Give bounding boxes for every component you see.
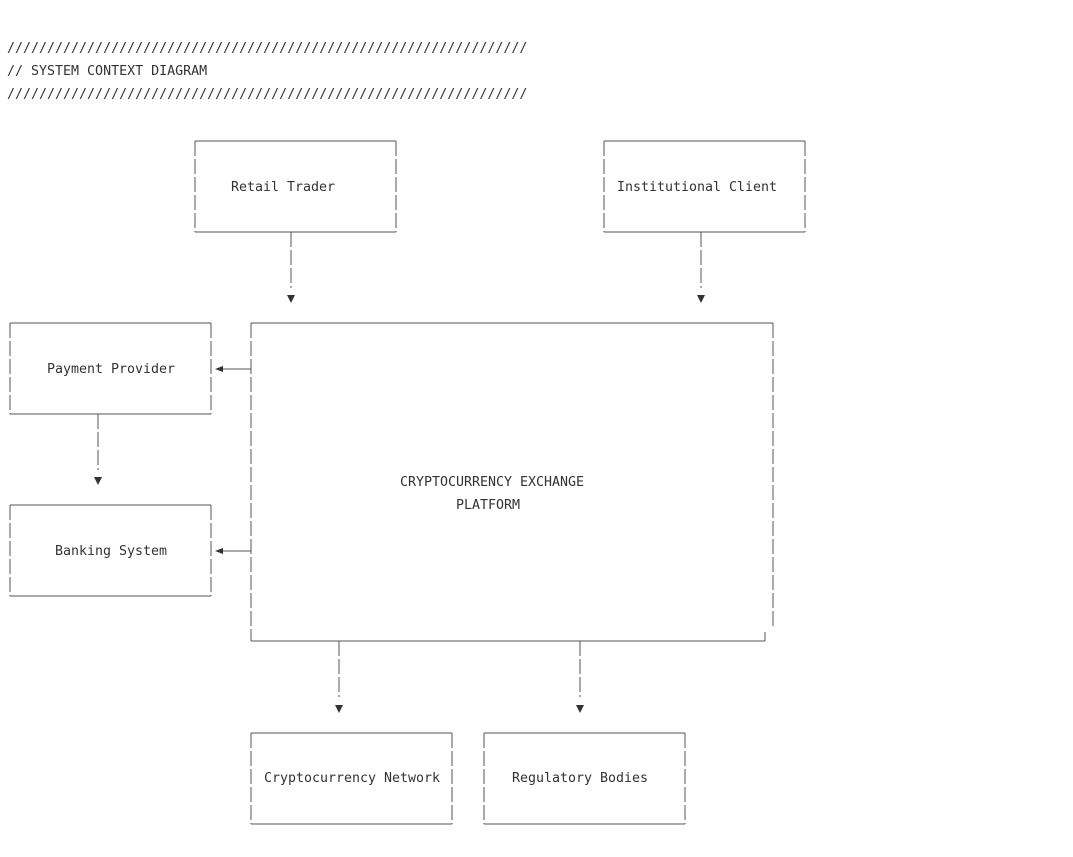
arrowhead-down-crypto	[335, 705, 343, 713]
regulatory-bodies-box[interactable]	[483, 732, 686, 825]
institutional-client-label: Institutional Client	[617, 180, 777, 195]
regulatory-bodies-label: Regulatory Bodies	[512, 771, 648, 786]
crypto-network-box[interactable]	[250, 732, 453, 825]
payment-provider-box[interactable]	[9, 322, 212, 415]
diagram-title: // SYSTEM CONTEXT DIAGRAM	[7, 64, 208, 79]
platform-box[interactable]	[250, 322, 774, 642]
arrowhead-left-banking	[215, 548, 223, 554]
banking-system-box[interactable]	[9, 504, 212, 597]
institutional-client-box[interactable]	[603, 140, 806, 233]
retail-trader-box[interactable]	[194, 140, 397, 233]
arrowhead-down-regulatory	[576, 705, 584, 713]
header-rule-bottom: ////////////////////////////////////////…	[7, 87, 528, 102]
arrowhead-down-retail	[287, 295, 295, 303]
platform-label-line1: CRYPTOCURRENCY EXCHANGE	[400, 475, 584, 490]
banking-system-label: Banking System	[55, 544, 167, 559]
header-rule-top: ////////////////////////////////////////…	[7, 41, 528, 56]
arrowhead-left-payment	[215, 366, 223, 372]
arrowhead-down-banking	[94, 477, 102, 485]
payment-provider-label: Payment Provider	[47, 362, 175, 377]
platform-label-line2: PLATFORM	[456, 498, 520, 513]
crypto-network-label: Cryptocurrency Network	[264, 771, 440, 786]
arrowhead-down-institutional	[697, 295, 705, 303]
retail-trader-label: Retail Trader	[231, 180, 335, 195]
